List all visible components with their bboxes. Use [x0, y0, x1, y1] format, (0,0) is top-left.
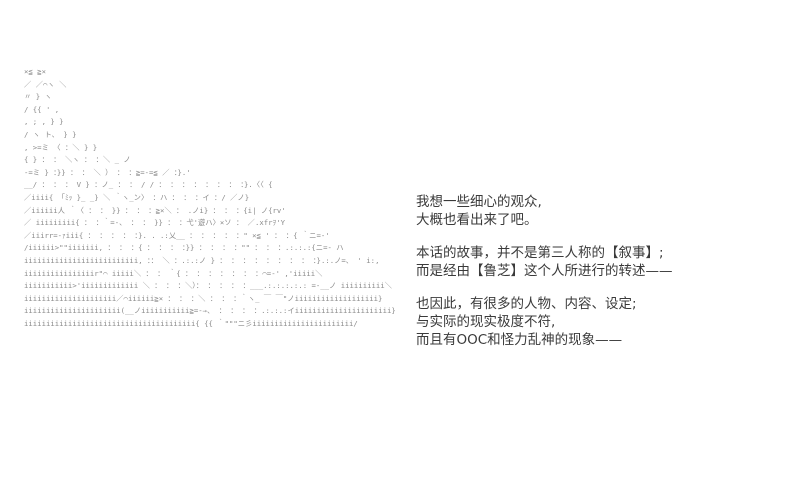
art-line: 〃 } ヽ [24, 92, 52, 102]
narration-line: 而是经由【鲁芝】这个人所进行的转述—— [416, 263, 673, 279]
narration-line: 而且有OOC和怪力乱神的现象—— [416, 332, 623, 348]
art-line: ／iiirr=-ｧiii{ ： ： ： ： ：}. . .:乂__ ： ： ： … [24, 230, 330, 240]
art-line: __/ ： ： ： V } ：ノ_ ： ： / / ： ： ： ： ： ： ： … [24, 180, 273, 190]
art-line: / ヽ ト、 } } [24, 129, 77, 139]
art-line: / {{ ' , [24, 104, 60, 114]
narration-paragraph: 我想一些细心的观众, 大概也看出来了吧。 [416, 193, 776, 229]
narration-paragraph: 本话的故事，并不是第三人称的【叙事】; 而是经由【鲁芝】这个人所进行的转述—— [416, 244, 776, 280]
narration-line: 大概也看出来了吧。 [416, 212, 538, 228]
narration-line: 也因此，有很多的人物、内容、设定; [416, 296, 637, 312]
art-line: , >=ミ 〈 ：＼ } } [24, 142, 98, 152]
art-line: iiiiiiiiiiiiiiiir"⌒ iiiii＼ ： ： ｀{ ： ： ： … [24, 268, 323, 278]
art-line: iiiiiiiiiiiiiiiiiiiiiiiiiiiiiiiiiiiiiii{… [24, 318, 358, 328]
ascii-art-text: ×≦ ≧× ／ ／⌒ヽ ＼ 〃 } ヽ / {{ ' [24, 66, 416, 330]
art-line: iiiiiiiiiii>'iiiiiiiiiiiii ＼ ： ： ：＼）： ： … [24, 281, 392, 291]
ascii-art-illustration: ×≦ ≧× ／ ／⌒ヽ ＼ 〃 } ヽ / {{ ' [24, 66, 416, 456]
narration-line: 与实际的现实极度不符, [416, 314, 556, 330]
art-line: ／iiiiii人 ｀〈 ： ： }} ： ： ：≧×＼ ： .ノi} ： ： ：… [24, 205, 286, 215]
narration-text: 我想一些细心的观众, 大概也看出来了吧。 本话的故事，并不是第三人称的【叙事】;… [416, 193, 776, 364]
narration-line: 我想一些细心的观众, [416, 194, 542, 210]
art-line: ／ iiiiiiiii{ ： ：｀=-、 ： ： }} ： ：弋'遊ハ〉×ソ ：… [24, 218, 285, 228]
art-line: iiiiiiiiiiiiiiiiiiiiii(__ノiiiiiiiiiii≧=-… [24, 306, 396, 316]
art-line: , ; , } } [24, 117, 64, 127]
narration-line: 本话的故事，并不是第三人称的【叙事】; [416, 245, 664, 261]
art-line: iiiiiiiiiiiiiiiiiiiiiiiiii, ：： ＼ ：.:.:ノ … [24, 255, 380, 265]
art-line: ／iiii{ 「ﾐｯ }_ _} ＼ ｀ヽ_ン〉 ：ハ ： ： ：イ ：/ ／ノ… [24, 192, 250, 202]
narration-paragraph: 也因此，有很多的人物、内容、设定; 与实际的现实极度不符, 而且有OOC和怪力乱… [416, 295, 776, 349]
art-line: { } ： ： ＼ヽ ： ：＼ _ ノ [24, 155, 131, 165]
art-line: /iiiiii>""iiiiiii, ： ： ：{ ： ： ： ：}} ： ： … [24, 243, 344, 253]
art-line: iiiiiiiiiiiiiiiiiiiii／⌒iiiiii≧× ： ： ：＼ ：… [24, 293, 383, 303]
art-line: ×≦ ≧× [24, 67, 46, 76]
art-line: ／ ／⌒ヽ ＼ [24, 79, 67, 89]
art-line: -=ミ } ：}} ： ： ＼ ） ： ：≧=-=≦ ／ ：}.' [24, 167, 191, 177]
